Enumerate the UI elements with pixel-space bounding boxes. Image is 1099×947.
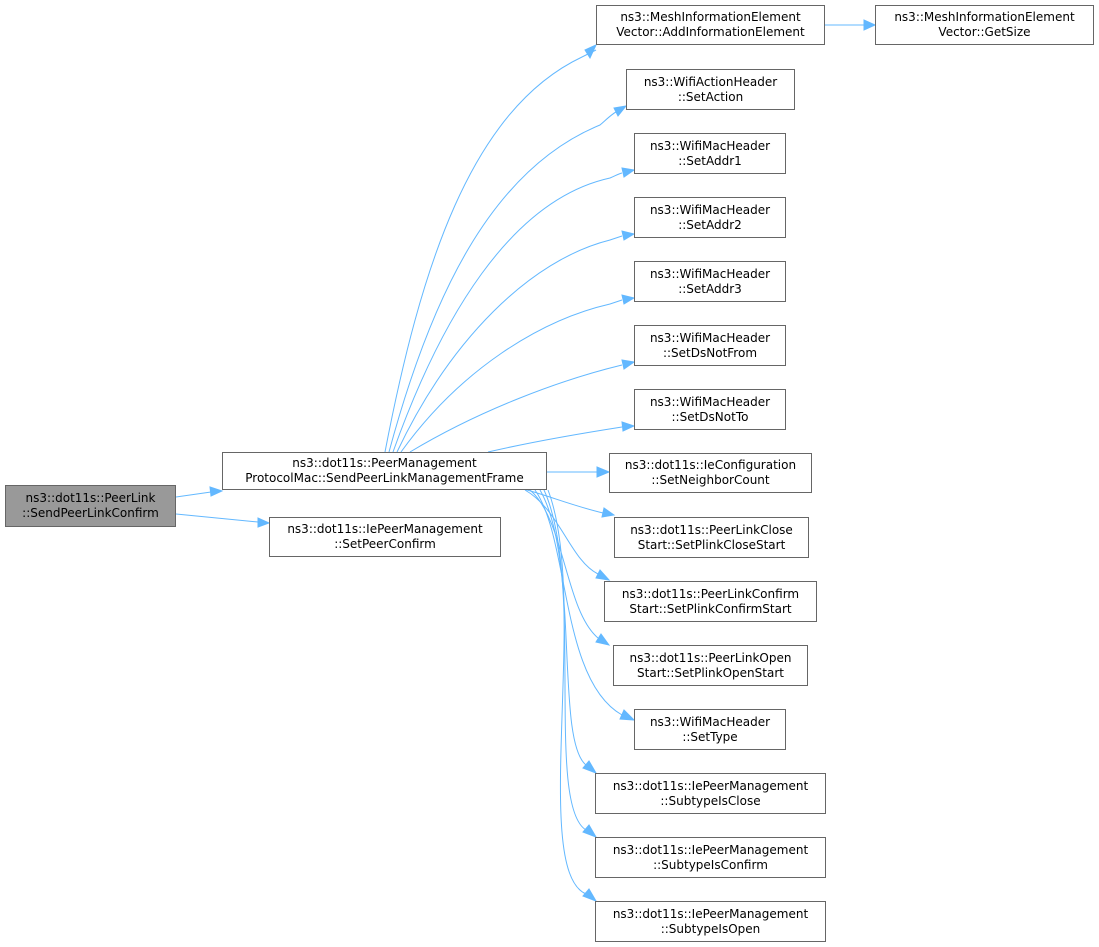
edge-arrow (621, 421, 636, 432)
node-label-line1: ns3::dot11s::IePeerManagement (612, 842, 809, 857)
node-set-plink-confirm-start[interactable]: ns3::dot11s::PeerLinkConfirm Start::SetP… (604, 581, 817, 622)
node-label-line1: ns3::dot11s::IePeerManagement (612, 906, 809, 921)
edge-root-to-management-frame (175, 491, 212, 498)
node-label-line2: Start::SetPlinkOpenStart (637, 665, 784, 680)
edge-arrow (601, 507, 616, 518)
node-label-line2: ProtocolMac::SendPeerLinkManagementFrame (245, 471, 524, 485)
node-label-line2: ::SubtypeIsOpen (660, 921, 761, 936)
edge-to-set-ds-not-to (487, 426, 623, 453)
node-label-line2: ::SetPeerConfirm (334, 537, 436, 551)
node-set-ds-not-from[interactable]: ns3::WifiMacHeader ::SetDsNotFrom (634, 325, 786, 366)
node-subtype-is-confirm[interactable]: ns3::dot11s::IePeerManagement ::SubtypeI… (595, 837, 826, 878)
edge-to-set-plink-close-start (519, 487, 604, 514)
node-label-line2: Start::SetPlinkCloseStart (637, 537, 786, 552)
edge-to-subtype-is-close (539, 489, 587, 766)
node-label-line1: ns3::WifiMacHeader (649, 266, 771, 281)
edge-arrow (257, 517, 271, 528)
node-label-line2: ::SendPeerLinkConfirm (22, 506, 159, 520)
edge-root-to-set-peer-confirm (175, 513, 259, 523)
edge-arrow (621, 230, 636, 241)
edge-to-set-ds-not-from (409, 364, 623, 453)
node-label-line1: ns3::WifiMacHeader (649, 202, 771, 217)
node-label-line1: ns3::MeshInformationElement (620, 10, 801, 24)
node-set-neighbor-count[interactable]: ns3::dot11s::IeConfiguration ::SetNeighb… (609, 453, 812, 493)
node-label-line2: Vector::GetSize (938, 25, 1031, 39)
node-label-line1: ns3::WifiMacHeader (649, 330, 771, 345)
node-label-line1: ns3::dot11s::PeerLinkClose (630, 522, 793, 537)
node-set-ds-not-to[interactable]: ns3::WifiMacHeader ::SetDsNotTo (634, 389, 786, 430)
node-set-addr1[interactable]: ns3::WifiMacHeader ::SetAddr1 (634, 133, 786, 174)
edge-arrow (621, 294, 636, 305)
edge-to-set-addr1 (392, 172, 623, 453)
node-label-line1: ns3::MeshInformationElement (894, 10, 1075, 24)
edge-arrow (621, 359, 636, 370)
edge-to-set-type (534, 489, 623, 716)
node-set-plink-open-start[interactable]: ns3::dot11s::PeerLinkOpen Start::SetPlin… (613, 645, 808, 686)
edge-to-set-plink-open-start (529, 489, 599, 639)
node-label-line1: ns3::WifiMacHeader (649, 394, 771, 409)
edge-arrow (584, 43, 598, 60)
node-label-line1: ns3::WifiMacHeader (649, 138, 771, 153)
edge-to-set-addr3 (400, 299, 623, 453)
node-set-plink-close-start[interactable]: ns3::dot11s::PeerLinkClose Start::SetPli… (614, 517, 809, 558)
edge-to-set-addr2 (396, 235, 623, 453)
node-set-addr3[interactable]: ns3::WifiMacHeader ::SetAddr3 (634, 261, 786, 302)
node-label-line2: ::SetAddr3 (678, 281, 742, 296)
node-set-type[interactable]: ns3::WifiMacHeader ::SetType (634, 709, 786, 750)
edge-arrow (863, 19, 877, 31)
edge-arrow (621, 167, 636, 178)
node-label-line1: ns3::dot11s::IeConfiguration (624, 458, 797, 472)
edge-arrow (209, 486, 224, 497)
node-get-size[interactable]: ns3::MeshInformationElement Vector::GetS… (875, 5, 1094, 45)
node-label-line1: ns3::dot11s::IePeerManagement (612, 778, 809, 793)
node-label-line2: ::SetDsNotFrom (662, 345, 758, 360)
edge-to-set-plink-confirm-start (524, 489, 599, 575)
node-add-information-element[interactable]: ns3::MeshInformationElement Vector::AddI… (596, 5, 825, 45)
node-label-line1: ns3::dot11s::IePeerManagement (287, 522, 483, 536)
node-label-line2: ::SetAddr1 (678, 153, 742, 168)
node-label-line2: ::SubtypeIsConfirm (653, 857, 768, 872)
edge-arrow (619, 709, 636, 721)
node-label-line2: ::SubtypeIsClose (660, 793, 761, 808)
edge-arrow (582, 888, 598, 902)
edge-arrow (595, 569, 611, 581)
node-send-peer-link-management-frame[interactable]: ns3::dot11s::PeerManagement ProtocolMac:… (222, 452, 547, 490)
node-label-line1: ns3::dot11s::PeerLink (25, 491, 156, 505)
node-label-line1: ns3::dot11s::PeerLinkConfirm (621, 586, 800, 601)
node-label-line2: ::SetAddr2 (678, 217, 742, 232)
node-label-line2: ::SetDsNotTo (671, 409, 749, 424)
node-subtype-is-close[interactable]: ns3::dot11s::IePeerManagement ::SubtypeI… (595, 773, 826, 814)
edge-to-subtype-is-confirm (543, 489, 587, 831)
node-label-line2: ::SetNeighborCount (651, 473, 770, 487)
node-label-line2: ::SetType (682, 729, 738, 744)
node-label-line1: ns3::WifiMacHeader (649, 714, 771, 729)
node-send-peer-link-confirm: ns3::dot11s::PeerLink ::SendPeerLinkConf… (5, 485, 176, 527)
edge-arrow (595, 633, 611, 646)
node-label-line1: ns3::dot11s::PeerManagement (292, 456, 477, 470)
edge-arrow (613, 105, 628, 117)
edge-arrow (596, 466, 611, 478)
node-subtype-is-open[interactable]: ns3::dot11s::IePeerManagement ::SubtypeI… (595, 901, 826, 942)
node-set-peer-confirm[interactable]: ns3::dot11s::IePeerManagement ::SetPeerC… (269, 517, 501, 557)
node-set-addr2[interactable]: ns3::WifiMacHeader ::SetAddr2 (634, 197, 786, 238)
edge-arrow (582, 824, 598, 838)
node-label-line2: ::SetAction (677, 89, 744, 104)
edge-to-set-action (388, 111, 617, 453)
node-label-line2: Vector::AddInformationElement (616, 25, 805, 39)
node-label-line1: ns3::dot11s::PeerLinkOpen (629, 650, 792, 665)
node-set-action[interactable]: ns3::WifiActionHeader ::SetAction (626, 69, 795, 110)
node-label-line1: ns3::WifiActionHeader (643, 74, 778, 89)
edge-to-subtype-is-open (547, 489, 587, 895)
node-label-line2: Start::SetPlinkConfirmStart (629, 601, 792, 616)
edge-arrow (582, 760, 598, 774)
